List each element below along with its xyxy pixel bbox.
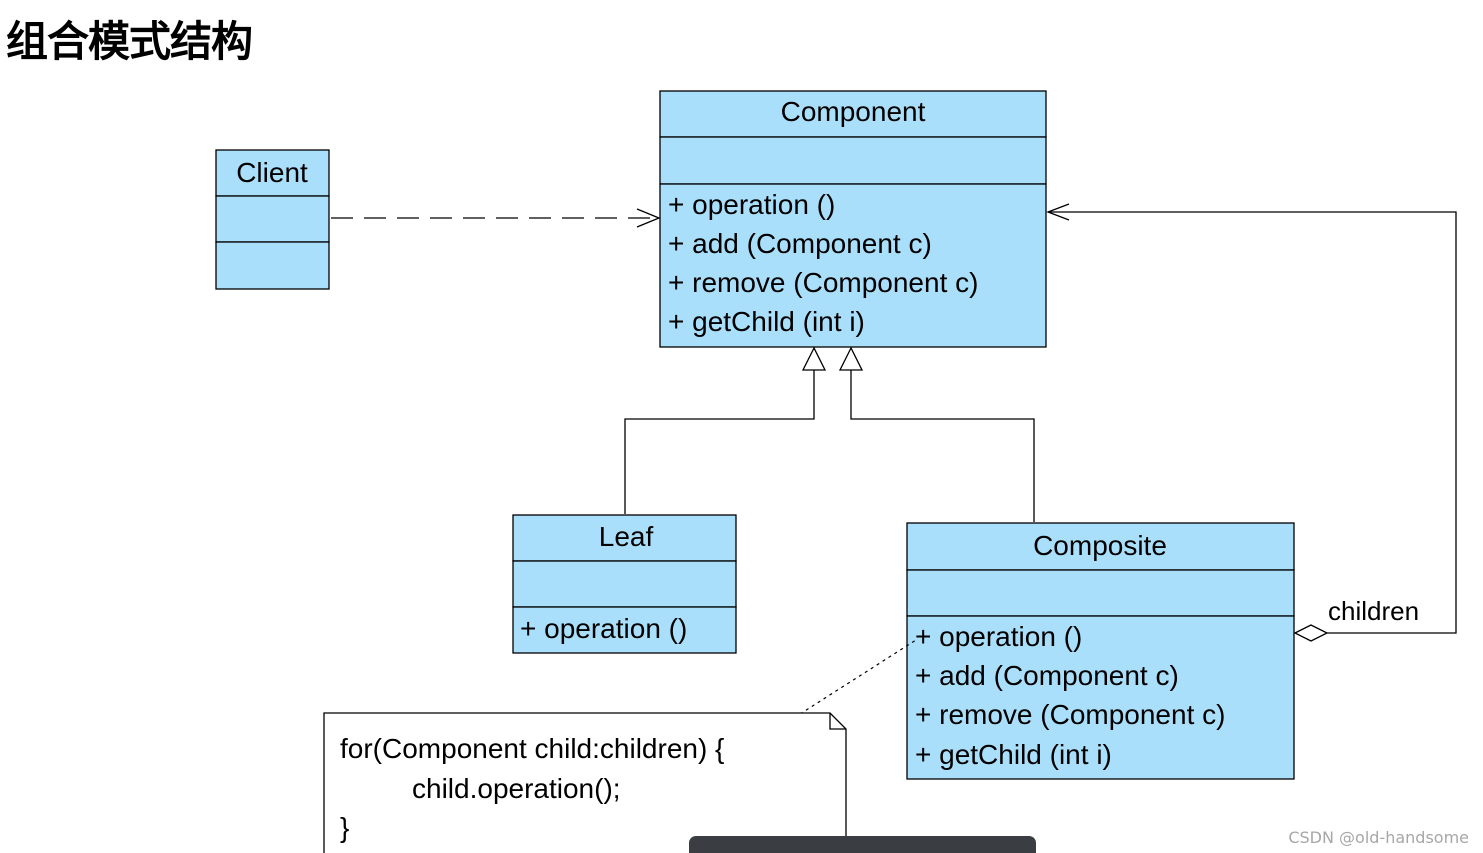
leaf-generalization-line <box>624 370 815 514</box>
component-class[interactable]: Component + operation () + add (Componen… <box>659 90 1047 348</box>
composite-method: + operation () <box>915 621 1082 652</box>
leaf-inheritance-triangle <box>801 346 827 371</box>
composite-operations-compartment <box>906 615 1295 780</box>
code-note[interactable]: for(Component child:children) { child.op… <box>323 712 847 853</box>
page-title: 组合模式结构 <box>6 17 253 66</box>
note-body <box>323 712 847 853</box>
composite-method: + remove (Component c) <box>915 699 1225 730</box>
component-operations-compartment <box>659 183 1047 348</box>
dependency-arrow <box>331 208 661 228</box>
client-name-compartment <box>215 149 330 197</box>
component-method: + operation () <box>668 189 835 220</box>
composite-generalization-line <box>850 370 1035 522</box>
component-class-name: Component <box>781 96 926 127</box>
leaf-class-name: Leaf <box>599 521 654 552</box>
note-line: } <box>340 812 349 843</box>
composite-class-name: Composite <box>1033 530 1167 561</box>
composite-generalization <box>838 346 1035 522</box>
watermark: CSDN @old-handsome <box>1288 828 1469 847</box>
aggregation-association: children <box>1046 203 1457 642</box>
note-folded-corner <box>829 713 846 730</box>
composite-method: + getChild (int i) <box>915 739 1112 770</box>
leaf-operations-compartment <box>512 606 737 654</box>
component-method: + getChild (int i) <box>668 306 865 337</box>
leaf-attributes-compartment <box>512 560 737 608</box>
aggregation-diamond <box>1293 624 1329 642</box>
composite-attributes-compartment <box>906 569 1295 617</box>
note-line: child.operation(); <box>412 773 621 804</box>
overlay-toolbar[interactable] <box>689 836 1036 853</box>
composite-inheritance-triangle <box>838 346 864 371</box>
note-anchor-line <box>799 639 917 715</box>
client-attributes-compartment <box>215 195 330 243</box>
leaf-generalization <box>624 346 827 514</box>
composite-method: + add (Component c) <box>915 660 1179 691</box>
client-class[interactable]: Client <box>215 149 330 290</box>
aggregation-line <box>1048 211 1457 634</box>
leaf-class[interactable]: Leaf + operation () <box>512 514 737 654</box>
component-attributes-compartment <box>659 136 1047 185</box>
children-role-label: children <box>1328 596 1419 626</box>
client-operations-compartment <box>215 241 330 290</box>
client-class-name: Client <box>236 157 308 188</box>
component-method: + remove (Component c) <box>668 267 978 298</box>
component-name-compartment <box>659 90 1047 138</box>
aggregation-arrowhead <box>1046 203 1070 221</box>
composite-class[interactable]: Composite + operation () + add (Componen… <box>906 522 1295 780</box>
note-line: for(Component child:children) { <box>340 733 724 764</box>
leaf-method: + operation () <box>520 613 687 644</box>
component-method: + add (Component c) <box>668 228 932 259</box>
dependency-arrowhead <box>636 208 661 228</box>
